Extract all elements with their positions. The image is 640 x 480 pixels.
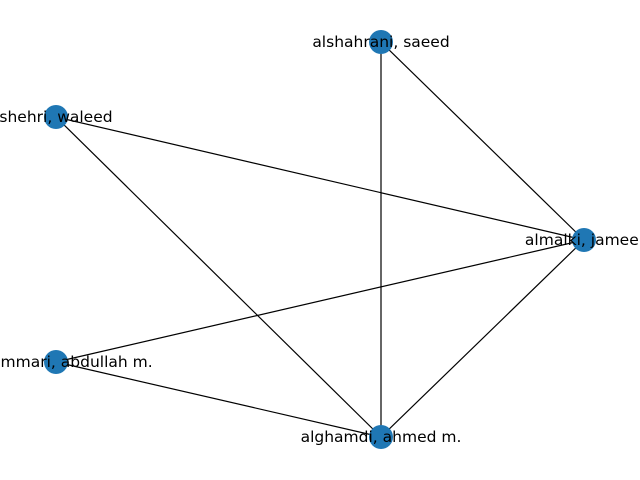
node-waleed (44, 105, 68, 129)
labels-layer: alshahrani, saeed shehri, waleed almalki, … (0, 33, 640, 446)
node-ahmed (369, 425, 393, 449)
edge-waleed-jameel (55, 116, 585, 241)
edge-abdullah-ahmed (55, 361, 382, 438)
node-label-waleed: shehri, waleed (0, 108, 113, 126)
node-label-abdullah: alshammari, abdullah m. (0, 353, 153, 371)
nodes-layer (44, 30, 596, 449)
node-label-ahmed: alghamdi, ahmed m. (301, 428, 462, 446)
node-saeed (369, 30, 393, 54)
edge-jameel-ahmed (380, 239, 585, 438)
edges-layer (55, 41, 585, 438)
node-jameel (572, 228, 596, 252)
node-abdullah (44, 350, 68, 374)
edge-saeed-jameel (380, 41, 585, 241)
edge-jameel-abdullah (55, 239, 585, 363)
edge-waleed-ahmed (55, 116, 382, 438)
node-label-jameel: almalki, jameel (525, 231, 640, 249)
node-label-saeed: alshahrani, saeed (312, 33, 449, 51)
